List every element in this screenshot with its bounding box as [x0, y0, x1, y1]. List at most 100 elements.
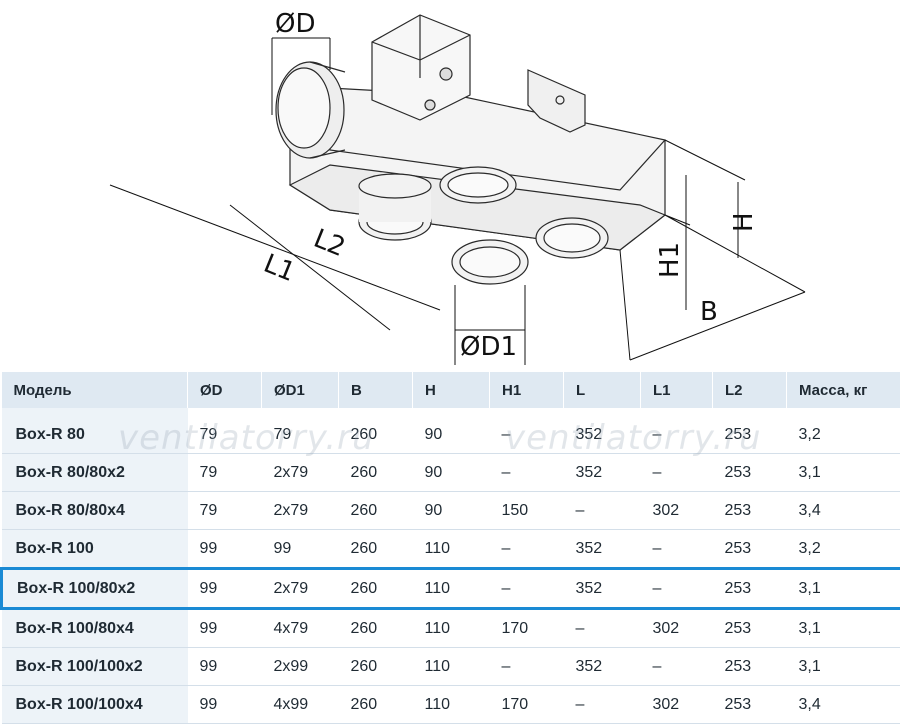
box-dimension-diagram: ØD ØD1 L1 L2 H H1 B [0, 0, 900, 372]
cell-d: 99 [188, 530, 262, 569]
spacer-row [2, 408, 900, 416]
cell-d1: 4x79 [262, 609, 339, 648]
cell-mass: 3,4 [787, 492, 900, 530]
cell-l1: – [641, 530, 713, 569]
label-d1: ØD1 [460, 332, 517, 362]
cell-d1: 99 [262, 530, 339, 569]
cell-l2: 253 [713, 609, 787, 648]
cell-l2: 253 [713, 686, 787, 724]
label-h: H [729, 212, 759, 232]
cell-model: Box-R 80/80x2 [2, 454, 188, 492]
cell-d: 99 [188, 686, 262, 724]
cell-h: 90 [413, 416, 490, 454]
cell-d: 99 [188, 569, 262, 609]
cell-l1: 302 [641, 686, 713, 724]
cell-h: 110 [413, 648, 490, 686]
cell-b: 260 [339, 416, 413, 454]
cell-mass: 3,1 [787, 609, 900, 648]
cell-h: 90 [413, 454, 490, 492]
cell-mass: 3,2 [787, 530, 900, 569]
cell-h1: 150 [490, 492, 564, 530]
col-header-l: L [564, 372, 641, 408]
cell-model: Box-R 100/80x2 [2, 569, 188, 609]
table-header-row: Модель ØD ØD1 B H H1 L L1 L2 Масса, кг [2, 372, 900, 408]
cell-mass: 3,2 [787, 416, 900, 454]
cell-h1: – [490, 454, 564, 492]
cell-model: Box-R 100/80x4 [2, 609, 188, 648]
cell-h: 110 [413, 569, 490, 609]
cell-model: Box-R 80 [2, 416, 188, 454]
cell-model: Box-R 80/80x4 [2, 492, 188, 530]
cell-d1: 2x99 [262, 648, 339, 686]
cell-h: 90 [413, 492, 490, 530]
cell-d: 79 [188, 454, 262, 492]
cell-b: 260 [339, 686, 413, 724]
cell-model: Box-R 100/100x4 [2, 686, 188, 724]
spec-table: Модель ØD ØD1 B H H1 L L1 L2 Масса, кг B… [0, 372, 900, 724]
cell-l: 352 [564, 569, 641, 609]
cell-l: 352 [564, 648, 641, 686]
label-l2: L2 [309, 224, 349, 263]
cell-h: 110 [413, 530, 490, 569]
cell-l2: 253 [713, 416, 787, 454]
cell-d1: 4x99 [262, 686, 339, 724]
col-header-l2: L2 [713, 372, 787, 408]
cell-l2: 253 [713, 492, 787, 530]
cell-b: 260 [339, 648, 413, 686]
cell-l: 352 [564, 454, 641, 492]
cell-l: – [564, 492, 641, 530]
cell-b: 260 [339, 530, 413, 569]
cell-d: 79 [188, 416, 262, 454]
product-drawing: ØD ØD1 L1 L2 H H1 B [0, 0, 900, 372]
col-header-d1: ØD1 [262, 372, 339, 408]
label-b: B [700, 297, 718, 327]
cell-d1: 2x79 [262, 492, 339, 530]
cell-b: 260 [339, 569, 413, 609]
cell-d1: 2x79 [262, 454, 339, 492]
cell-d: 99 [188, 609, 262, 648]
cell-b: 260 [339, 609, 413, 648]
cell-l1: 302 [641, 609, 713, 648]
cell-l2: 253 [713, 569, 787, 609]
cell-b: 260 [339, 454, 413, 492]
cell-h1: – [490, 530, 564, 569]
col-header-h1: H1 [490, 372, 564, 408]
cell-h1: – [490, 416, 564, 454]
cell-model: Box-R 100/100x2 [2, 648, 188, 686]
col-header-model: Модель [2, 372, 188, 408]
cell-l1: 302 [641, 492, 713, 530]
cell-d1: 79 [262, 416, 339, 454]
col-header-mass: Масса, кг [787, 372, 900, 408]
cell-h: 110 [413, 609, 490, 648]
cell-mass: 3,1 [787, 648, 900, 686]
cell-l2: 253 [713, 648, 787, 686]
cell-l2: 253 [713, 454, 787, 492]
cell-d: 79 [188, 492, 262, 530]
cell-l2: 253 [713, 530, 787, 569]
col-header-b: B [339, 372, 413, 408]
cell-h: 110 [413, 686, 490, 724]
label-h1: H1 [655, 242, 685, 278]
cell-l1: – [641, 569, 713, 609]
cell-l1: – [641, 416, 713, 454]
cell-h1: – [490, 569, 564, 609]
cell-mass: 3,1 [787, 454, 900, 492]
cell-l: – [564, 609, 641, 648]
cell-mass: 3,4 [787, 686, 900, 724]
cell-b: 260 [339, 492, 413, 530]
col-header-d: ØD [188, 372, 262, 408]
cell-model: Box-R 100 [2, 530, 188, 569]
cell-d1: 2x79 [262, 569, 339, 609]
cell-l1: – [641, 648, 713, 686]
cell-d: 99 [188, 648, 262, 686]
label-d: ØD [275, 9, 316, 39]
